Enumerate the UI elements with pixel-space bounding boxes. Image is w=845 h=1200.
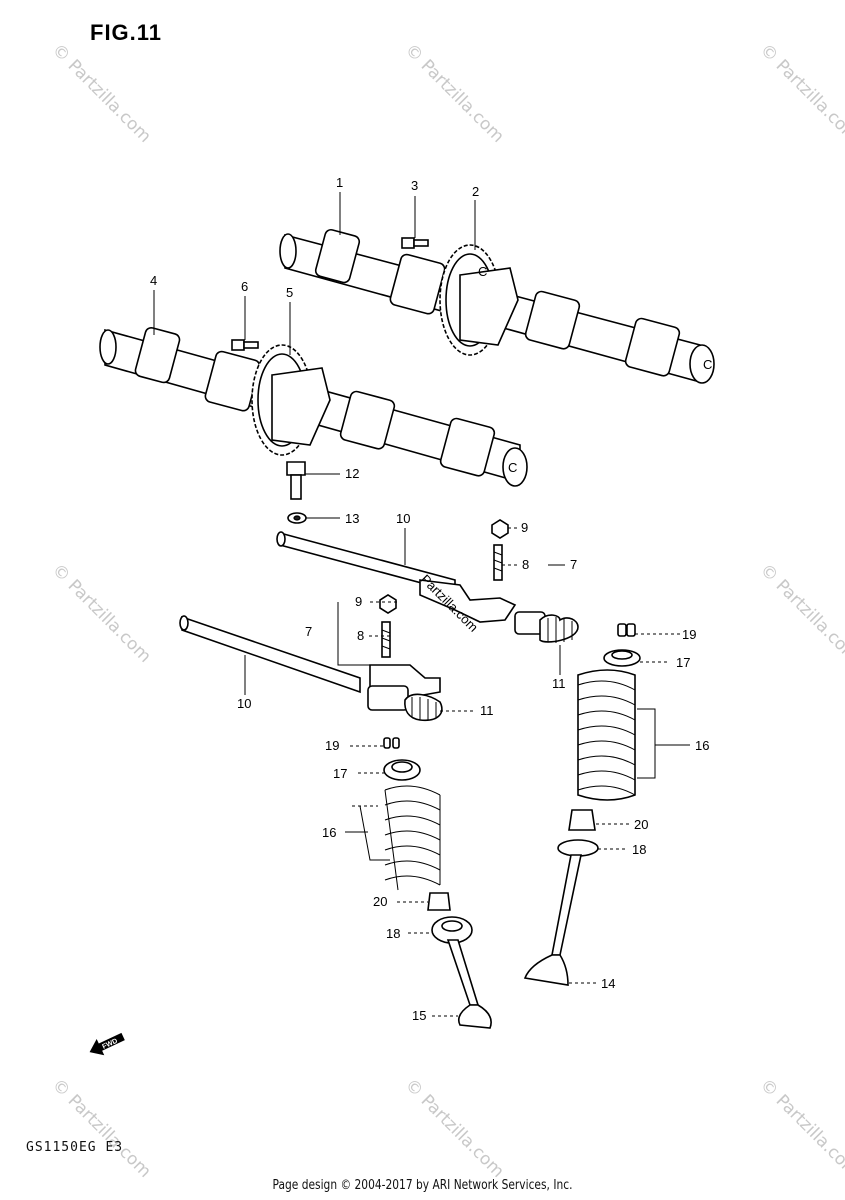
callout-9b: 9 (355, 594, 362, 609)
spring-11-upper (539, 614, 579, 643)
page-footer: Page design © 2004-2017 by ARI Network S… (272, 1178, 573, 1193)
seal-20-right (568, 809, 596, 831)
callout-18a: 18 (386, 926, 400, 941)
callout-4: 4 (150, 273, 157, 288)
spring-11-lower (404, 693, 443, 722)
callout-19b: 19 (682, 627, 696, 642)
model-code: GS1150EG E3 (26, 1140, 124, 1155)
callout-14: 14 (601, 976, 615, 991)
callout-9a: 9 (521, 520, 528, 535)
callout-2: 2 (472, 184, 479, 199)
callout-3: 3 (411, 178, 418, 193)
seat-18-right (557, 839, 599, 857)
figure-title: FIG.11 (90, 20, 163, 45)
nut-upper (491, 519, 509, 539)
cotter-19-right (617, 623, 636, 637)
callout-16a: 16 (322, 825, 336, 840)
callout-6: 6 (241, 279, 248, 294)
callout-10a: 10 (396, 511, 410, 526)
callout-8b: 8 (357, 628, 364, 643)
fwd-arrow-icon: FWD (89, 1032, 125, 1056)
callout-7b: 7 (305, 624, 312, 639)
callout-11a: 11 (552, 676, 566, 691)
callout-20b: 20 (634, 817, 648, 832)
callout-7a: 7 (570, 557, 577, 572)
rocker-arm-lower (367, 664, 441, 711)
rocker-arm-upper (419, 579, 546, 635)
callout-1: 1 (336, 175, 343, 190)
rocker-shaft-lower (179, 615, 361, 694)
valve-14 (523, 854, 582, 986)
callout-10b: 10 (237, 696, 251, 711)
leader-lines (153, 192, 690, 1017)
callout-17a: 17 (333, 766, 347, 781)
retainer-17-left (383, 759, 421, 781)
callout-17b: 17 (676, 655, 690, 670)
callout-11b: 11 (480, 703, 494, 718)
callout-8a: 8 (522, 557, 529, 572)
svg-text:C: C (478, 264, 487, 279)
callout-5: 5 (286, 285, 293, 300)
sprocket-lower (251, 344, 331, 456)
cotter-19-left (383, 737, 400, 749)
svg-text:C: C (703, 357, 712, 372)
callout-13: 13 (345, 511, 359, 526)
washer-13 (287, 512, 307, 524)
callout-18b: 18 (632, 842, 646, 857)
callout-20a: 20 (373, 894, 387, 909)
callout-19a: 19 (325, 738, 339, 753)
springs-16-left (384, 785, 441, 891)
nut-lower (379, 594, 397, 614)
bolt-3 (401, 237, 429, 249)
callout-numbers: 1 2 3 4 5 6 12 13 10 9 8 7 11 9 8 7 10 1… (150, 175, 709, 1023)
bolt-6 (231, 339, 259, 351)
callout-16b: 16 (695, 738, 709, 753)
fwd-label: FWD (101, 1038, 118, 1051)
valve-15 (446, 939, 492, 1029)
seat-18-left (431, 916, 473, 944)
sprocket-upper: C (439, 244, 519, 356)
springs-16-right (577, 669, 636, 801)
adjuster-screw-lower (381, 621, 391, 658)
adjuster-screw-upper (493, 544, 503, 581)
seal-20-left (427, 892, 451, 911)
svg-text:C: C (508, 460, 517, 475)
retainer-17-right (603, 649, 641, 667)
bolt-12 (286, 461, 306, 500)
callout-12: 12 (345, 466, 359, 481)
callout-15: 15 (412, 1008, 426, 1023)
